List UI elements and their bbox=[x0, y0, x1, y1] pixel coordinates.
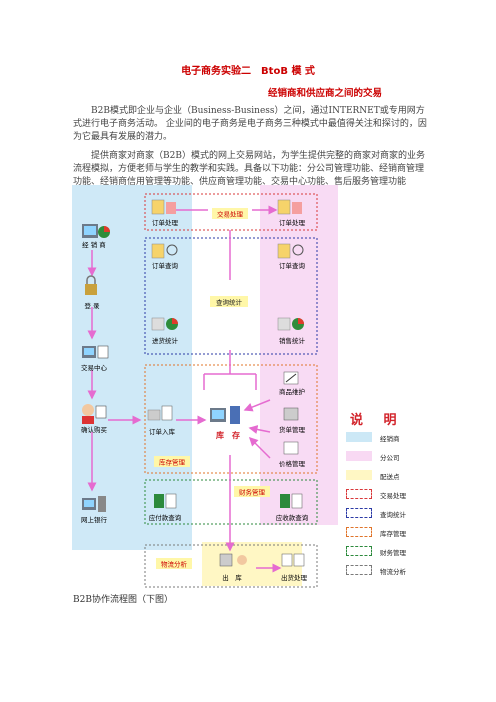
node-right-product-maint: 商品维护 bbox=[279, 371, 305, 396]
legend-item: 分公司 bbox=[346, 451, 476, 463]
legend-item: 财务管理 bbox=[346, 546, 476, 558]
legend-label: 财务管理 bbox=[380, 549, 406, 557]
svg-text:出货处理: 出货处理 bbox=[281, 573, 308, 582]
svg-text:货单管理: 货单管理 bbox=[279, 425, 306, 434]
legend-label: 查询统计 bbox=[380, 511, 406, 519]
label-logistics: 物流分析 bbox=[161, 560, 188, 569]
branch-zone bbox=[260, 185, 338, 525]
node-confirm-purchase: 确认购买 bbox=[81, 404, 108, 434]
legend-label: 库存管理 bbox=[380, 530, 406, 538]
legend-label: 交易处理 bbox=[380, 492, 406, 500]
label-trade: 交易处理 bbox=[217, 210, 244, 219]
node-right-order-process: 订单处理 bbox=[277, 199, 306, 227]
node-dealer: 经 销 商 bbox=[82, 224, 110, 249]
trade-frame bbox=[144, 193, 318, 231]
legend-swatch bbox=[346, 432, 372, 442]
b2b-flow-diagram: 交易处理 查询统计 库存管理 财务管理 物流分析 经 销 商 登 录 bbox=[72, 185, 338, 588]
svg-text:订单入库: 订单入库 bbox=[149, 427, 176, 436]
node-login-label: 登 录 bbox=[84, 301, 100, 310]
node-trade-center-label: 交易中心 bbox=[81, 363, 108, 372]
node-online-bank: 网上银行 bbox=[81, 496, 108, 524]
svg-text:商品维护: 商品维护 bbox=[279, 387, 305, 396]
query-frame bbox=[144, 237, 318, 355]
node-right-bill-manage: 货单管理 bbox=[279, 407, 306, 434]
legend-item: 物流分析 bbox=[346, 565, 476, 577]
doc-subtitle: 经销商和供应商之间的交易 bbox=[267, 88, 382, 99]
legend-item: 交易处理 bbox=[346, 489, 476, 501]
legend-item: 经销商 bbox=[346, 432, 476, 444]
legend-label: 经销商 bbox=[380, 435, 400, 443]
node-mid-order-process: 订单处理 bbox=[151, 199, 179, 227]
node-mid-purchase-stats: 进货统计 bbox=[151, 317, 179, 345]
label-stock: 库存管理 bbox=[159, 458, 186, 467]
legend-swatch bbox=[346, 546, 372, 556]
node-trade-center: 交易中心 bbox=[81, 345, 109, 372]
svg-text:订单查询: 订单查询 bbox=[279, 261, 306, 270]
legend-swatch bbox=[346, 565, 372, 575]
svg-text:订单查询: 订单查询 bbox=[152, 261, 179, 270]
legend-item: 配送点 bbox=[346, 470, 476, 482]
node-right-order-query: 订单查询 bbox=[277, 243, 306, 270]
stock-frame bbox=[144, 364, 318, 474]
paragraph-intro: B2B模式即企业与企业（Business-Business）之间，通过INTER… bbox=[73, 106, 427, 142]
legend-item: 库存管理 bbox=[346, 527, 476, 539]
node-right-receivable-query: 应收款查询 bbox=[276, 493, 309, 522]
legend-label: 物流分析 bbox=[380, 568, 406, 576]
legend-swatch bbox=[346, 451, 372, 461]
node-inventory: 库 存 bbox=[210, 406, 240, 440]
label-query: 查询统计 bbox=[216, 298, 243, 307]
inventory-label: 库 存 bbox=[216, 430, 240, 440]
node-right-price-manage: 价格管理 bbox=[279, 441, 306, 468]
svg-text:出 库: 出 库 bbox=[222, 573, 242, 582]
legend-label: 配送点 bbox=[380, 473, 400, 481]
node-confirm-purchase-label: 确认购买 bbox=[81, 425, 108, 434]
legend-swatch bbox=[346, 489, 372, 499]
legend-swatch bbox=[346, 508, 372, 518]
paragraph-features: 提供商家对商家（B2B）模式的网上交易网站，为学生提供完整的商家对商家的业务流程… bbox=[73, 151, 425, 187]
svg-text:订单处理: 订单处理 bbox=[279, 218, 306, 227]
svg-text:应付款查询: 应付款查询 bbox=[149, 513, 182, 522]
node-dealer-label: 经 销 商 bbox=[82, 240, 106, 249]
node-right-sales-stats: 销售统计 bbox=[277, 317, 306, 345]
svg-text:进货统计: 进货统计 bbox=[152, 336, 179, 345]
legend-title: 说 明 bbox=[350, 413, 405, 428]
node-mid-payable-query: 应付款查询 bbox=[149, 493, 182, 522]
node-outbound: 出 库 bbox=[219, 553, 247, 582]
svg-text:应收款查询: 应收款查询 bbox=[276, 513, 309, 522]
node-online-bank-label: 网上银行 bbox=[81, 515, 108, 524]
svg-text:销售统计: 销售统计 bbox=[279, 336, 306, 345]
legend-label: 分公司 bbox=[380, 454, 400, 462]
finance-frame bbox=[144, 479, 318, 525]
svg-text:价格管理: 价格管理 bbox=[279, 459, 306, 468]
legend-item: 查询统计 bbox=[346, 508, 476, 520]
svg-text:订单处理: 订单处理 bbox=[152, 218, 179, 227]
node-shipping: 出货处理 bbox=[281, 553, 308, 582]
doc-title: 电子商务实验二 BtoB 模 式 bbox=[181, 66, 315, 77]
label-finance: 财务管理 bbox=[239, 488, 266, 497]
legend-swatch bbox=[346, 470, 372, 480]
figure-caption: B2B协作流程图（下图） bbox=[73, 595, 173, 605]
legend-swatch bbox=[346, 527, 372, 537]
node-mid-stock-in: 订单入库 bbox=[147, 405, 176, 436]
node-mid-order-query: 订单查询 bbox=[151, 243, 179, 270]
node-login: 登 录 bbox=[84, 275, 100, 310]
